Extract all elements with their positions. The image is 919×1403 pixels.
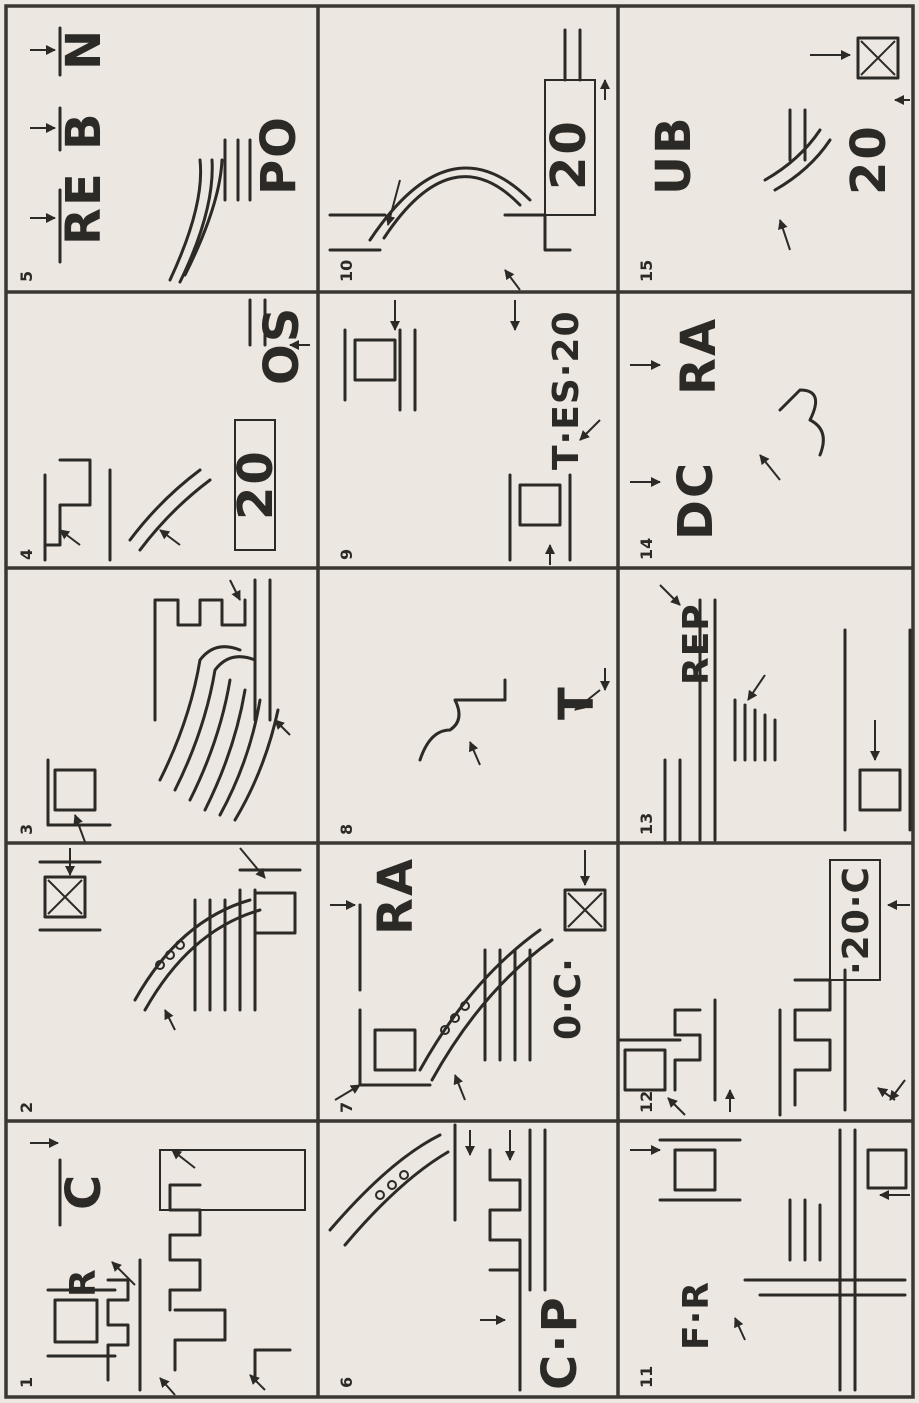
arrow [455, 1075, 465, 1100]
panel-3: 3 [17, 580, 290, 842]
symbol-label: DC [668, 461, 724, 540]
panel-2: 2 [17, 848, 300, 1113]
symbol-label: T·ES·20 [546, 310, 587, 470]
symbol-shapes [40, 862, 300, 1010]
panel-number: 8 [337, 824, 356, 835]
panel-number: 15 [637, 260, 656, 282]
panel-8: 8 T [337, 668, 605, 835]
symbol-label: 20 [541, 119, 597, 190]
panel-number: 2 [17, 1102, 36, 1113]
arrow [240, 848, 265, 878]
symbol-shapes [780, 390, 823, 455]
arrow [172, 1150, 195, 1168]
symbol-label: N [56, 28, 112, 70]
panel-10: 10 20 [330, 30, 605, 290]
symbol-label: C·P [532, 1295, 588, 1390]
panel-13: 13 REP [637, 585, 910, 840]
symbol-label: PO [251, 115, 307, 195]
arrow [660, 585, 680, 605]
symbol-label: RE [56, 171, 112, 245]
symbol-shapes [660, 1130, 906, 1390]
symbol-label: B [56, 111, 112, 150]
panel-number: 11 [637, 1366, 656, 1388]
arrow [780, 220, 790, 250]
panel-6: 6 C·P [330, 1125, 588, 1390]
symbol-label: UB [646, 115, 702, 195]
symbol-shapes [45, 300, 275, 560]
symbol-label: C [56, 1173, 112, 1210]
arrow [250, 1375, 265, 1390]
panel-number: 10 [337, 260, 356, 282]
panel-5: 5 RE B N PO [17, 28, 307, 282]
panel-number: 5 [17, 271, 36, 282]
arrow [890, 1080, 905, 1100]
panel-number: 4 [17, 549, 36, 560]
arrow [75, 815, 85, 842]
symbol-label: 0·C· [548, 957, 589, 1040]
panel-number: 12 [637, 1091, 656, 1113]
panel-7: 7 RA 0·C· [330, 850, 605, 1113]
symbol-label: 20 [841, 124, 897, 195]
panel-1: 1 R C [17, 1143, 305, 1395]
symbol-label: RA [368, 857, 424, 935]
symbol-label: REP [676, 603, 717, 685]
arrow [165, 1010, 175, 1030]
arrow [160, 530, 180, 545]
symbol-label: 20 [228, 449, 284, 520]
panel-15: 15 UB 20 [637, 38, 910, 282]
panel-11: 11 F·R [630, 1130, 910, 1390]
arrow [112, 1262, 135, 1285]
arrow [60, 530, 80, 545]
panel-number: 7 [337, 1102, 356, 1113]
panel-number: 1 [17, 1377, 36, 1388]
panel-number: 6 [337, 1377, 356, 1388]
arrow [505, 270, 520, 290]
arrow [748, 675, 765, 700]
arrow [230, 580, 240, 600]
symbol-label: R [63, 1268, 104, 1297]
arrow [335, 1085, 360, 1100]
panel-number: 9 [337, 549, 356, 560]
panel-9: 9 T·ES·20 [337, 300, 600, 565]
symbol-shapes [345, 330, 570, 560]
symbol-label: T [549, 685, 605, 720]
panel-number: 14 [637, 538, 656, 560]
symbol-shapes [330, 1125, 545, 1390]
panel-number: 3 [17, 824, 36, 835]
panel-4: 4 20 OS [17, 300, 310, 560]
panel-14: 14 DC RA [630, 317, 823, 560]
symbol-shapes [420, 680, 505, 760]
arrow [668, 1098, 685, 1115]
symbol-label: F·R [676, 1281, 717, 1350]
arrow [160, 1378, 175, 1395]
symbol-label: RA [671, 317, 727, 395]
arrow [275, 720, 290, 735]
symbol-shapes [48, 580, 278, 825]
arrow [735, 1318, 745, 1340]
arrow [470, 742, 480, 765]
symbol-label: ·20·C [836, 866, 877, 975]
arrow [760, 455, 780, 480]
panel-12: 12 ·20·C [620, 860, 910, 1115]
panel-number: 13 [637, 813, 656, 835]
